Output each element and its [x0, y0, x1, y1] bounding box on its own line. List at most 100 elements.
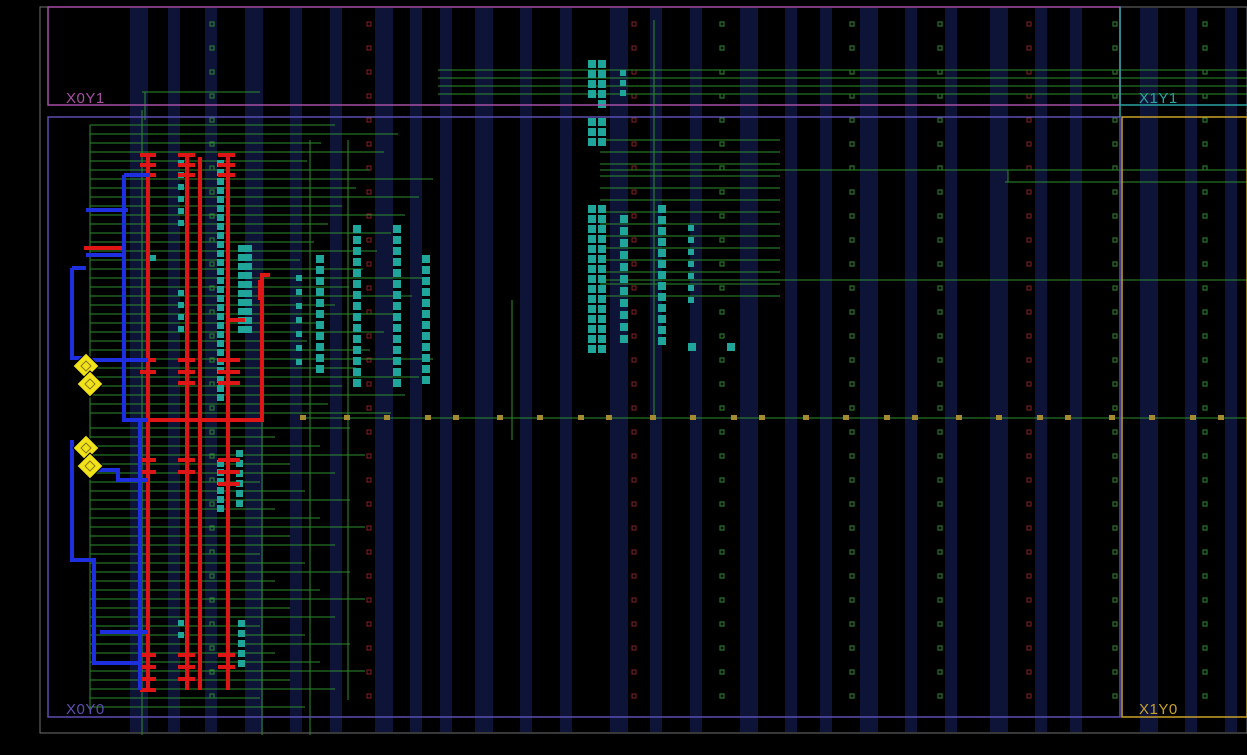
placed-cell [658, 271, 666, 279]
placed-cell [588, 225, 596, 233]
site-tile [849, 477, 855, 483]
site-tile [1026, 333, 1032, 339]
column-stripe [1140, 8, 1158, 732]
site-tile [937, 261, 943, 267]
site-tile [937, 21, 943, 27]
bus-marker [803, 415, 809, 420]
io-pins[interactable] [72, 352, 104, 480]
placed-cell [588, 118, 596, 126]
site-tile [631, 525, 637, 531]
site-tile [631, 117, 637, 123]
site-tile [631, 645, 637, 651]
site-tile [1026, 213, 1032, 219]
placed-cell [658, 337, 666, 345]
net-red-highlight[interactable] [84, 153, 270, 692]
site-tile [1112, 501, 1118, 507]
site-tile [209, 429, 215, 435]
io-pin-diamond[interactable] [76, 370, 104, 398]
placed-cell [688, 297, 694, 303]
site-tile [1112, 645, 1118, 651]
bus-marker [884, 415, 890, 420]
placed-cell [598, 118, 606, 126]
placed-cell [422, 321, 430, 329]
placed-cell [316, 343, 324, 351]
site-tile [1112, 621, 1118, 627]
placed-cell [238, 650, 245, 657]
site-tile [937, 117, 943, 123]
placed-cell [598, 70, 606, 78]
placed-cell [393, 280, 401, 288]
placed-cell [353, 379, 361, 387]
site-tile [849, 45, 855, 51]
site-tile [1026, 45, 1032, 51]
placed-cell [588, 60, 596, 68]
site-tile [937, 237, 943, 243]
site-tile [631, 573, 637, 579]
placed-cell [393, 324, 401, 332]
placed-cell [422, 277, 430, 285]
site-tile [849, 357, 855, 363]
site-tile [1026, 621, 1032, 627]
placed-cell [245, 299, 252, 306]
placed-cell [217, 169, 224, 176]
site-tile [849, 573, 855, 579]
site-tile [1112, 669, 1118, 675]
site-tile [719, 21, 725, 27]
placed-cell [238, 630, 245, 637]
column-stripe [440, 8, 452, 732]
site-tile [937, 429, 943, 435]
site-tile [1202, 501, 1208, 507]
site-tile [1202, 381, 1208, 387]
site-tile [937, 573, 943, 579]
site-tile [1026, 237, 1032, 243]
site-tile [849, 453, 855, 459]
site-tile [366, 621, 372, 627]
bus-marker [300, 415, 306, 420]
region-box-x0y0[interactable] [47, 116, 1121, 718]
placed-cell [422, 332, 430, 340]
column-stripe [1225, 8, 1237, 732]
placed-cell [620, 299, 628, 307]
placed-cell [217, 232, 224, 239]
io-pin-diamond[interactable] [76, 452, 104, 480]
placed-cell [316, 332, 324, 340]
placed-cell [598, 90, 606, 98]
placed-cell [588, 335, 596, 343]
placed-cell [598, 80, 606, 88]
placed-cell [588, 215, 596, 223]
placed-cell [688, 343, 696, 351]
placed-cell [178, 326, 184, 332]
bus-marker [384, 415, 390, 420]
site-tile [1112, 285, 1118, 291]
placed-cell [353, 313, 361, 321]
column-stripes [130, 8, 1237, 732]
placed-cell [598, 60, 606, 68]
placed-cell [353, 291, 361, 299]
column-stripe [168, 8, 180, 732]
io-pin-inner [80, 442, 92, 454]
placed-cell [296, 345, 302, 351]
site-tile [719, 477, 725, 483]
placed-cell [238, 620, 245, 627]
site-tile [1112, 525, 1118, 531]
placed-cell [217, 340, 224, 347]
placed-cell [296, 317, 302, 323]
site-tile [631, 477, 637, 483]
placed-cell [217, 250, 224, 257]
placed-cell [688, 237, 694, 243]
site-tile [719, 405, 725, 411]
net-blue-highlight[interactable] [70, 173, 150, 690]
site-tile [209, 285, 215, 291]
bus-marker [1065, 415, 1071, 420]
site-tile [209, 525, 215, 531]
site-tile [631, 237, 637, 243]
placed-cell [353, 258, 361, 266]
site-tile [209, 501, 215, 507]
region-box-x1y0[interactable] [1121, 116, 1247, 718]
site-tile [937, 477, 943, 483]
placed-cell [620, 80, 626, 86]
site-tile [1026, 645, 1032, 651]
region-label-x1y1: X1Y1 [1139, 90, 1178, 107]
placed-cell [238, 263, 245, 270]
